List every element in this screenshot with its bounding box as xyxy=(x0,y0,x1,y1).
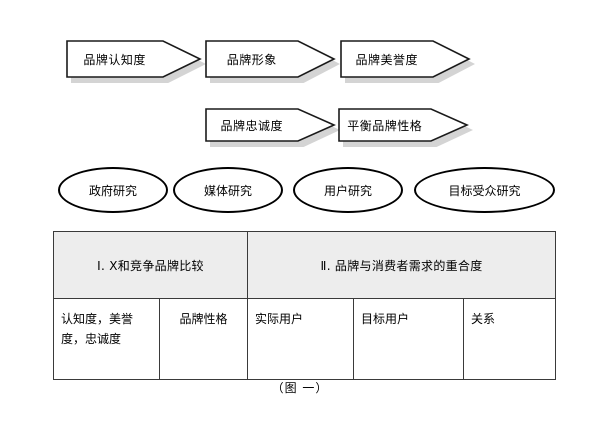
matrix-cell-actual-users: 实际用户 xyxy=(247,298,355,380)
matrix-cell-brand-personality: 品牌性格 xyxy=(158,298,249,380)
research-oval-government[interactable]: 政府研究 xyxy=(58,167,168,213)
matrix-cell-relationship: 关系 xyxy=(463,298,557,380)
matrix-header-cell-2: Ⅱ. 品牌与消费者需求的重合度 xyxy=(247,231,557,299)
oval-shape xyxy=(414,167,555,213)
matrix-cell-target-users: 目标用户 xyxy=(353,298,465,380)
chevron-icon xyxy=(340,40,471,78)
oval-shape xyxy=(293,167,403,213)
table-header-row: Ⅰ. X和竞争品牌比较 Ⅱ. 品牌与消费者需求的重合度 xyxy=(52,231,557,299)
flow-arrow-brand-reputation[interactable]: 品牌美誉度 xyxy=(340,40,475,83)
flow-arrow-label: 品牌形象 xyxy=(226,52,277,67)
arrow-body xyxy=(205,108,336,142)
flow-arrow-label: 品牌忠诚度 xyxy=(220,118,284,133)
matrix-header-cell-1: Ⅰ. X和竞争品牌比较 xyxy=(52,231,249,299)
oval-shape xyxy=(58,167,168,213)
flow-arrow-brand-awareness[interactable]: 品牌认知度 xyxy=(66,40,206,83)
flow-arrow-brand-image[interactable]: 品牌形象 xyxy=(205,40,340,83)
arrow-body xyxy=(338,108,469,142)
table-row: 认知度，美誉度，忠诚度 品牌性格 实际用户 目标用户 关系 xyxy=(53,298,557,380)
matrix-cell-awareness-reputation-loyalty: 认知度，美誉度，忠诚度 xyxy=(53,298,160,380)
research-oval-user[interactable]: 用户研究 xyxy=(293,167,403,213)
oval-shape xyxy=(173,167,283,213)
flow-arrow-brand-loyalty[interactable]: 品牌忠诚度 xyxy=(205,108,340,147)
comparison-matrix-table: Ⅰ. X和竞争品牌比较 Ⅱ. 品牌与消费者需求的重合度 认知度，美誉度，忠诚度 … xyxy=(52,231,557,380)
chevron-icon xyxy=(338,108,469,142)
flow-arrow-balanced-brand-personality[interactable]: 平衡品牌性格 xyxy=(338,108,473,147)
arrow-body xyxy=(205,40,336,78)
chevron-icon xyxy=(205,40,336,78)
arrow-body xyxy=(340,40,471,78)
research-oval-media[interactable]: 媒体研究 xyxy=(173,167,283,213)
flow-arrow-label: 品牌认知度 xyxy=(83,52,146,67)
flow-arrow-label: 平衡品牌性格 xyxy=(347,118,423,133)
figure-caption: （图 一） xyxy=(271,381,329,395)
chevron-icon xyxy=(205,108,336,142)
research-oval-label: 政府研究 xyxy=(88,183,137,198)
research-oval-label: 用户研究 xyxy=(323,183,372,198)
research-oval-label: 媒体研究 xyxy=(203,183,252,198)
arrow-body xyxy=(66,40,202,78)
chevron-icon xyxy=(66,40,202,78)
research-oval-label: 目标受众研究 xyxy=(448,183,521,198)
flow-arrow-label: 品牌美誉度 xyxy=(355,52,419,67)
research-oval-target-audience[interactable]: 目标受众研究 xyxy=(414,167,555,213)
